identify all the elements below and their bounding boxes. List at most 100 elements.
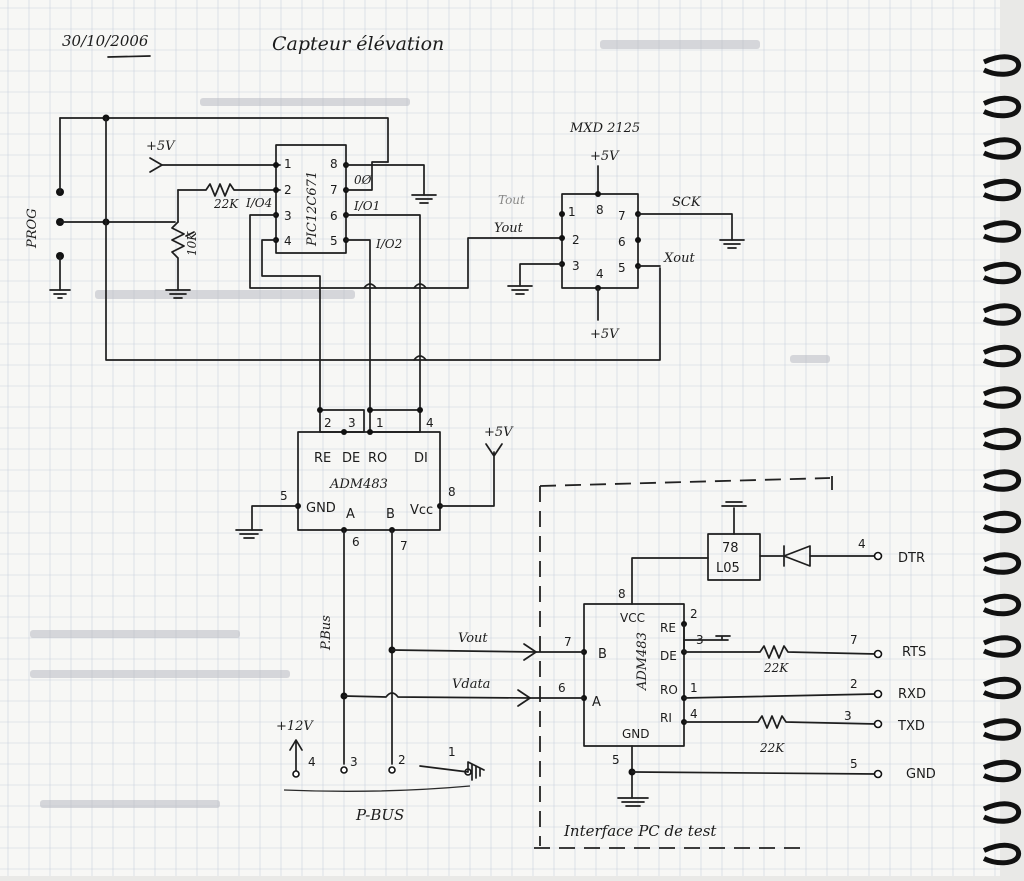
pic-pin-4: 4 <box>284 234 292 248</box>
adm-top-a: A <box>346 507 355 522</box>
binding-ring <box>982 635 1022 658</box>
binding-ring <box>982 552 1022 575</box>
binding-ring <box>982 759 1022 783</box>
pic-label-io2: I/O2 <box>375 237 402 251</box>
adm-top-ro: RO <box>368 451 387 466</box>
regulator-input-num: 4 <box>858 537 866 551</box>
pc-resistor-1-label: 22K <box>763 661 789 675</box>
pc-chip-name: ADM483 <box>635 632 650 691</box>
adm-top-de: DE <box>342 451 360 466</box>
pc-gnd-num: 5 <box>612 753 620 767</box>
pic-label-io1: I/O1 <box>353 199 380 213</box>
pic-left-label: I/O4 <box>245 196 272 210</box>
mxd-pin-3: 3 <box>572 259 580 273</box>
binding-ring <box>982 842 1022 866</box>
binding-ring <box>982 303 1022 326</box>
pic-pin-2: 2 <box>284 183 292 197</box>
adm-top-gnd-num: 5 <box>280 489 288 503</box>
mxd-pin-4: 4 <box>596 267 604 281</box>
mxd-pin-7: 7 <box>618 209 626 223</box>
pc-b: B <box>598 647 607 662</box>
conn-txd-num: 3 <box>844 709 852 723</box>
adm-top-b-num: 7 <box>400 539 408 553</box>
binding-ring <box>982 54 1022 77</box>
mxd-name: MXD 2125 <box>569 121 640 136</box>
binding-ring <box>982 178 1022 202</box>
binding-ring <box>982 469 1022 492</box>
mxd-pin-5: 5 <box>618 261 626 275</box>
conn-gnd-num: 5 <box>850 757 858 771</box>
pic-pin-7: 7 <box>330 183 338 197</box>
conn-gnd: GND <box>906 767 936 782</box>
mxd-pin-8: 8 <box>596 203 604 217</box>
binding-ring <box>982 137 1022 160</box>
bus-vout-label: Vout <box>458 631 488 646</box>
adm-top-pin-3: 3 <box>348 416 356 430</box>
conn-rts: RTS <box>902 645 926 660</box>
pc-resistor-2-label: 22K <box>759 741 785 755</box>
pc-vcc: VCC <box>620 611 645 625</box>
show-through-marks <box>30 40 830 808</box>
pic-pin-1: 1 <box>284 157 292 171</box>
adm-top-re: RE <box>314 451 331 466</box>
spiral-binding <box>982 54 1022 866</box>
regulator-line-2: L05 <box>716 561 740 576</box>
test-interface-title: Interface PC de test <box>563 822 717 840</box>
adm-top-di: DI <box>414 451 428 466</box>
pc-a-num: 6 <box>558 681 566 695</box>
pic-pin-8: 8 <box>330 157 338 171</box>
pic-pin-5: 5 <box>330 234 338 248</box>
pic-resistor-label: 22K <box>213 197 239 211</box>
ground-symbol <box>49 289 71 299</box>
adm-top-vcc-num: 8 <box>448 485 456 499</box>
bus-12v-label: +12V <box>276 719 314 734</box>
binding-ring <box>982 718 1022 741</box>
page-title: Capteur élévation <box>272 33 444 55</box>
pic-pin-3: 3 <box>284 209 292 223</box>
binding-ring <box>982 95 1022 119</box>
mxd-tout-label: Tout <box>498 193 525 207</box>
pic-label-00: 0Ø <box>354 173 373 187</box>
mxd-pin-1: 1 <box>568 205 576 219</box>
binding-ring <box>982 220 1022 243</box>
bus-pin-1: 1 <box>448 745 456 759</box>
bus-pin-3: 3 <box>350 755 358 769</box>
binding-ring <box>982 510 1022 534</box>
pc-re: RE <box>660 621 676 635</box>
pc-ri: RI <box>660 711 672 725</box>
binding-ring <box>982 593 1022 617</box>
mxd-supply-top: +5V <box>590 149 620 164</box>
adm-top-name: ADM483 <box>329 477 388 492</box>
binding-ring <box>982 801 1022 824</box>
adm483-pc-chip <box>583 603 685 747</box>
pc-a: A <box>592 695 601 710</box>
pot-label: 10K <box>185 231 199 256</box>
bus-bottom-label: P-BUS <box>355 806 404 824</box>
supply-5v-left: +5V <box>146 139 176 154</box>
bus-pin-4: 4 <box>308 755 316 769</box>
pc-ro-num: 1 <box>690 681 698 695</box>
mxd-xout-label: Xout <box>663 251 695 266</box>
bus-vdata-label: Vdata <box>452 677 490 692</box>
mxd-supply-bottom: +5V <box>590 327 620 342</box>
adm-top-pin-1: 1 <box>376 416 384 430</box>
bus-pin-2: 2 <box>398 753 406 767</box>
pc-re-num: 2 <box>690 607 698 621</box>
conn-rts-num: 7 <box>850 633 858 647</box>
bus-vertical-label: P.Bus <box>319 615 334 651</box>
adm-top-b: B <box>386 507 395 522</box>
binding-ring <box>982 427 1022 451</box>
pc-b-num: 7 <box>564 635 572 649</box>
mxd-pin-2: 2 <box>572 233 580 247</box>
binding-ring <box>982 344 1022 368</box>
adm-top-gnd: GND <box>306 501 336 516</box>
pic-chip <box>275 144 347 254</box>
adm-top-vcc: Vcc <box>410 503 433 518</box>
serial-connector: 7 2 3 5 DTR RTS RXD TXD GND <box>844 551 936 782</box>
adm-top-pin-2: 2 <box>324 416 332 430</box>
conn-rxd: RXD <box>898 687 926 702</box>
conn-txd: TXD <box>897 719 925 734</box>
binding-ring <box>982 386 1022 409</box>
